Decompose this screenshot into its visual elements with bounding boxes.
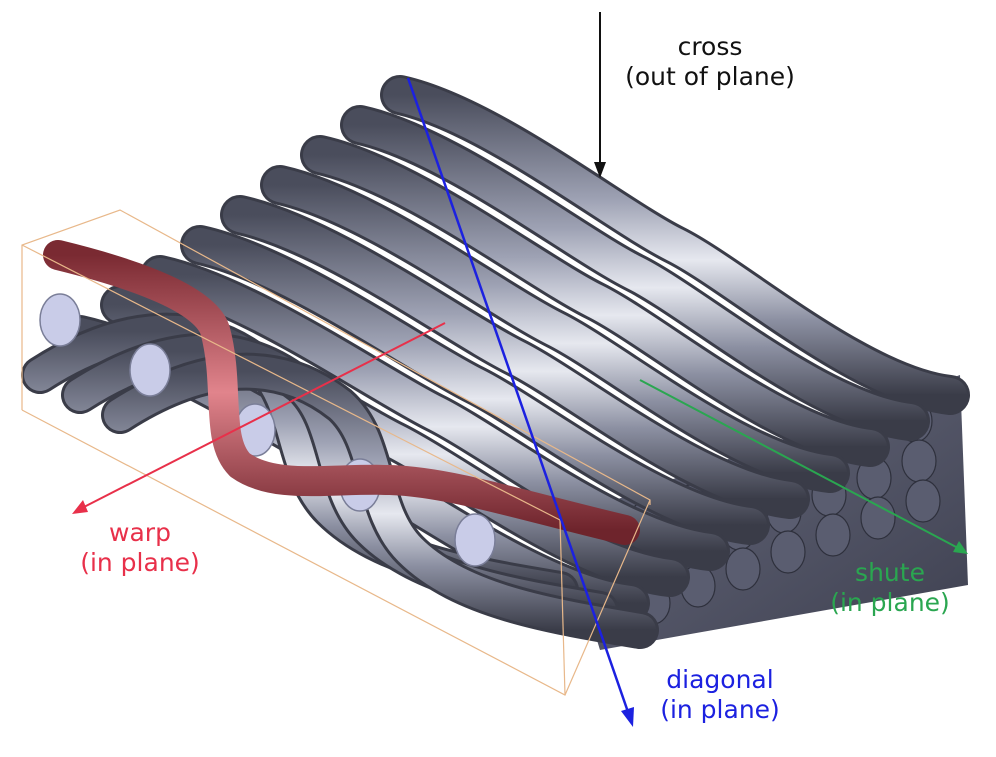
shute-label-line1: shute bbox=[855, 558, 925, 587]
fiber-end-cap bbox=[815, 513, 851, 557]
shute-direction-label: shute (in plane) bbox=[790, 558, 990, 618]
diagonal-label-line1: diagonal bbox=[666, 665, 774, 694]
cross-label-line2: (out of plane) bbox=[625, 62, 795, 91]
diagonal-direction-label: diagonal (in plane) bbox=[610, 665, 830, 725]
fiber-end-cap bbox=[905, 479, 941, 523]
diagonal-arrow bbox=[406, 77, 634, 727]
warp-label-line2: (in plane) bbox=[80, 548, 200, 577]
diagonal-label-line2: (in plane) bbox=[660, 695, 780, 724]
fiber-end-cap bbox=[770, 530, 806, 574]
shute-fiber bbox=[183, 228, 767, 542]
fiber-end-cap bbox=[725, 547, 761, 591]
cross-arrow bbox=[594, 12, 606, 178]
shute-label-line2: (in plane) bbox=[830, 588, 950, 617]
fiber-end-cap bbox=[901, 439, 937, 483]
front-fiber-cross-sections bbox=[39, 293, 496, 567]
shute-arrow bbox=[639, 379, 968, 554]
fiber-end-cap bbox=[860, 496, 896, 540]
fiber-cross-section bbox=[454, 513, 496, 567]
warp-arrow bbox=[72, 322, 446, 514]
shute-fiber bbox=[383, 78, 967, 412]
warp-label-line1: warp bbox=[109, 518, 171, 547]
cross-label-line1: cross bbox=[677, 32, 743, 61]
red-warp-fiber bbox=[43, 240, 640, 545]
shute-fiber bbox=[223, 198, 807, 516]
shute-fiber bbox=[343, 108, 927, 438]
fiber-cross-section bbox=[39, 293, 81, 347]
cross-direction-label: cross (out of plane) bbox=[600, 32, 820, 92]
fiber-cross-section bbox=[129, 343, 171, 397]
warp-direction-label: warp (in plane) bbox=[40, 518, 240, 578]
unit-cell-bounding-box bbox=[21, 209, 651, 696]
shute-fiber bbox=[263, 168, 847, 490]
shute-fiber bbox=[303, 138, 887, 464]
